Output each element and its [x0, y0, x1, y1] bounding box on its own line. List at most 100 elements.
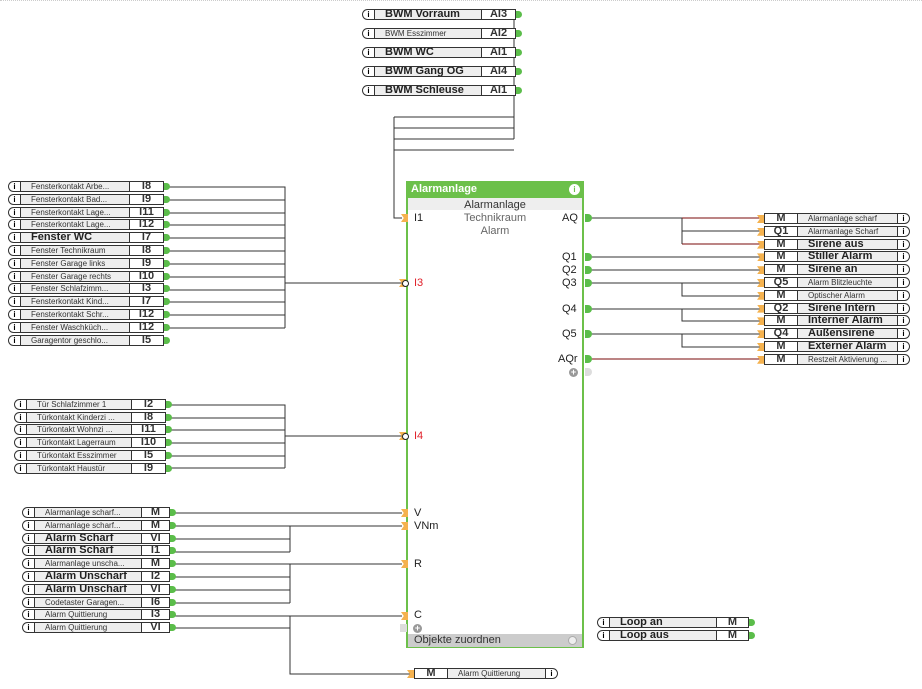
- output-pin[interactable]: [166, 426, 172, 434]
- input-pin[interactable]: [757, 317, 764, 326]
- output-pin[interactable]: [164, 208, 170, 216]
- input-pin[interactable]: [757, 343, 764, 351]
- input-pin[interactable]: [757, 355, 764, 364]
- output-pin[interactable]: [166, 401, 172, 408]
- info-icon[interactable]: i: [597, 630, 609, 641]
- info-icon[interactable]: i: [898, 315, 910, 327]
- input-pin[interactable]: [757, 304, 764, 313]
- output-pin[interactable]: [516, 30, 522, 37]
- output-pin[interactable]: [164, 195, 170, 203]
- output-pin[interactable]: [164, 183, 170, 190]
- info-icon[interactable]: i: [22, 558, 34, 570]
- info-icon[interactable]: i: [22, 545, 34, 557]
- info-icon[interactable]: i: [898, 328, 910, 340]
- empty-output-pin[interactable]: [585, 368, 592, 376]
- input-pin[interactable]: [757, 215, 764, 223]
- add-output-icon[interactable]: +: [569, 367, 578, 377]
- output-pin[interactable]: [164, 259, 170, 267]
- info-icon[interactable]: i: [546, 668, 558, 679]
- info-icon[interactable]: i: [22, 519, 34, 531]
- output-pin[interactable]: [164, 247, 170, 254]
- output-pin[interactable]: [516, 49, 522, 56]
- output-pin[interactable]: [516, 68, 522, 75]
- info-icon[interactable]: i: [898, 289, 910, 301]
- output-pin[interactable]: [585, 330, 592, 338]
- output-pin[interactable]: [164, 311, 170, 318]
- output-pin[interactable]: [164, 336, 170, 344]
- info-icon[interactable]: i: [8, 321, 20, 333]
- info-icon[interactable]: i: [14, 411, 26, 423]
- input-pin[interactable]: [757, 330, 764, 339]
- info-icon[interactable]: i: [898, 277, 910, 288]
- info-icon[interactable]: i: [22, 532, 34, 544]
- output-pin[interactable]: [164, 285, 170, 293]
- input-pin[interactable]: [757, 227, 764, 236]
- info-icon[interactable]: i: [22, 596, 34, 608]
- info-icon[interactable]: i: [14, 399, 26, 410]
- input-pin[interactable]: [757, 279, 764, 287]
- info-icon[interactable]: i: [14, 437, 26, 449]
- info-icon[interactable]: i: [22, 507, 34, 518]
- info-icon[interactable]: i: [362, 28, 374, 39]
- output-pin[interactable]: [749, 632, 755, 639]
- info-icon[interactable]: i: [22, 583, 34, 595]
- info-icon[interactable]: i: [898, 238, 910, 250]
- info-icon[interactable]: i: [898, 341, 910, 352]
- info-icon[interactable]: i: [898, 213, 910, 224]
- info-icon[interactable]: i: [362, 66, 374, 77]
- output-pin[interactable]: [164, 234, 170, 242]
- info-icon[interactable]: i: [8, 181, 20, 192]
- input-pin[interactable]: [401, 509, 408, 517]
- info-icon[interactable]: i: [569, 184, 580, 195]
- output-pin[interactable]: [585, 253, 592, 261]
- info-icon[interactable]: i: [898, 264, 910, 276]
- output-pin[interactable]: [585, 266, 592, 274]
- info-icon[interactable]: i: [8, 232, 20, 244]
- output-pin[interactable]: [164, 323, 170, 331]
- info-icon[interactable]: i: [22, 609, 34, 621]
- output-pin[interactable]: [170, 598, 176, 606]
- output-pin[interactable]: [170, 560, 176, 568]
- info-icon[interactable]: i: [898, 302, 910, 314]
- add-input-icon[interactable]: +: [413, 623, 422, 633]
- info-icon[interactable]: i: [8, 245, 20, 256]
- empty-input-pin[interactable]: [400, 624, 407, 632]
- output-pin[interactable]: [164, 298, 170, 306]
- output-pin[interactable]: [170, 585, 176, 593]
- output-pin[interactable]: [170, 534, 176, 542]
- info-icon[interactable]: i: [898, 251, 910, 263]
